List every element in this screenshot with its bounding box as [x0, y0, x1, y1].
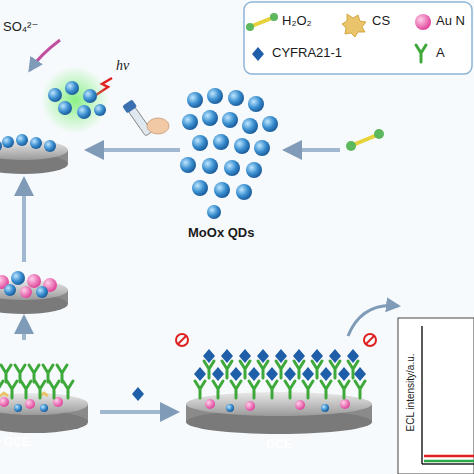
- material-label: MoOx QDs: [188, 226, 254, 240]
- legend-text: A: [436, 46, 445, 60]
- axis-label: ECL intensity/a.u.: [405, 353, 416, 431]
- light-symbol: hν: [116, 58, 129, 73]
- electrode-label: GCE: [266, 438, 292, 451]
- ion-label: SO₄²⁻: [3, 20, 38, 34]
- legend-text: H₂O₂: [282, 14, 312, 28]
- legend-text: CS: [372, 14, 390, 28]
- legend-text: CYFRA21-1: [272, 46, 342, 60]
- legend-text: Au N: [436, 14, 465, 28]
- electrode-label: GCE: [4, 436, 30, 449]
